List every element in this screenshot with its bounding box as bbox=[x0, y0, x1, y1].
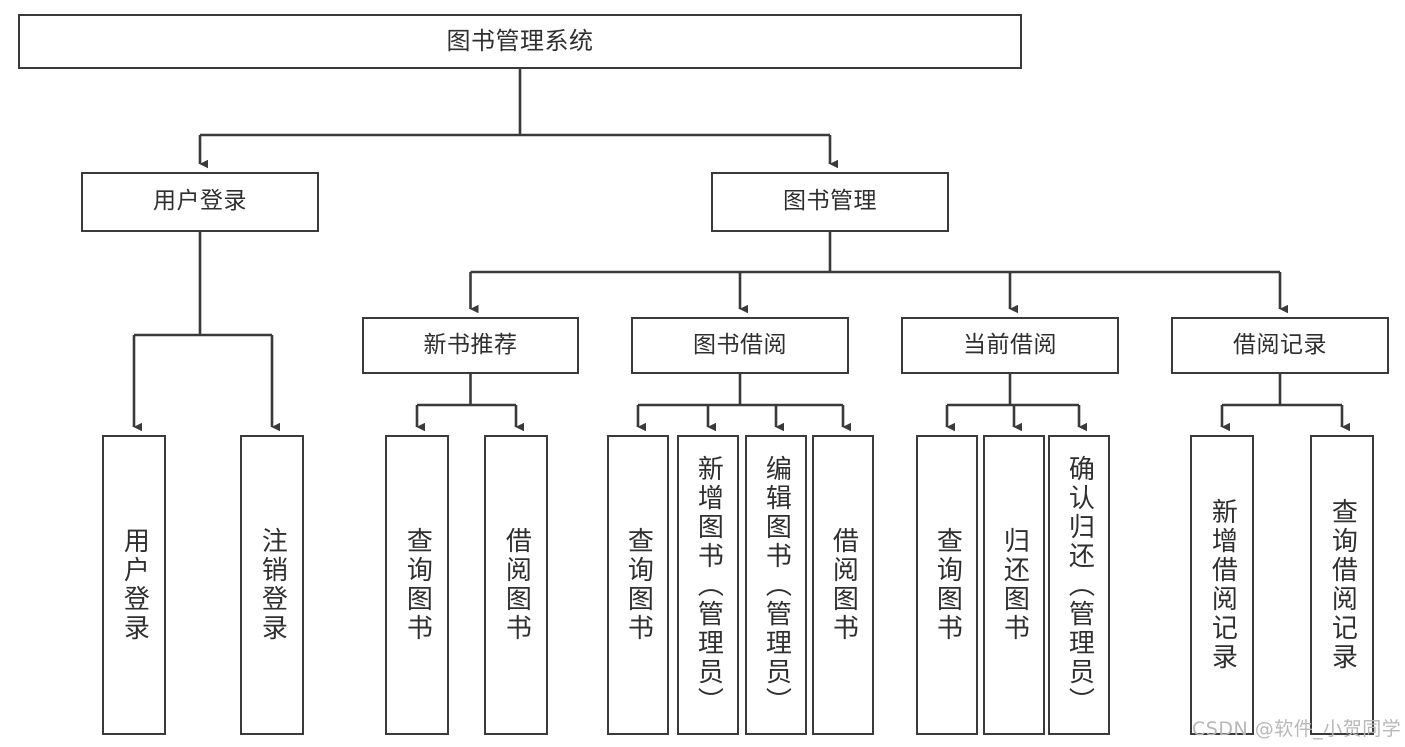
node-label: 新增借阅记录 bbox=[1207, 498, 1238, 672]
node-label: 借阅记录 bbox=[1233, 331, 1327, 358]
node-book-manage[interactable]: 图书管理 bbox=[711, 172, 949, 232]
node-leaf-query-book-2[interactable]: 查询图书 bbox=[607, 435, 669, 735]
node-label: 查询图书 bbox=[932, 527, 963, 643]
node-new-book-rec[interactable]: 新书推荐 bbox=[362, 317, 579, 374]
node-leaf-query-book-1[interactable]: 查询图书 bbox=[385, 435, 449, 735]
node-label: 新增图书（管理员） bbox=[693, 454, 724, 716]
node-label: 注销登录 bbox=[257, 527, 288, 643]
node-leaf-add-record[interactable]: 新增借阅记录 bbox=[1190, 435, 1254, 735]
node-leaf-logout[interactable]: 注销登录 bbox=[240, 435, 304, 735]
node-label: 借阅图书 bbox=[501, 527, 532, 643]
node-leaf-borrow-book-2[interactable]: 借阅图书 bbox=[812, 435, 874, 735]
node-leaf-query-record[interactable]: 查询借阅记录 bbox=[1310, 435, 1374, 735]
node-leaf-borrow-book-1[interactable]: 借阅图书 bbox=[484, 435, 548, 735]
node-label: 借阅图书 bbox=[828, 527, 859, 643]
node-label: 图书借阅 bbox=[693, 331, 787, 358]
node-label: 查询图书 bbox=[623, 527, 654, 643]
node-label: 用户登录 bbox=[119, 527, 150, 643]
node-label: 查询借阅记录 bbox=[1327, 498, 1358, 672]
node-label: 新书推荐 bbox=[423, 331, 518, 358]
node-leaf-add-book[interactable]: 新增图书（管理员） bbox=[677, 435, 739, 735]
node-leaf-confirm-return[interactable]: 确认归还（管理员） bbox=[1048, 435, 1110, 735]
node-leaf-query-book-3[interactable]: 查询图书 bbox=[916, 435, 978, 735]
node-borrow-record[interactable]: 借阅记录 bbox=[1171, 317, 1389, 374]
node-book-borrow[interactable]: 图书借阅 bbox=[631, 317, 849, 374]
node-label: 图书管理 bbox=[783, 188, 877, 215]
node-label: 图书管理系统 bbox=[446, 27, 594, 56]
node-current-borrow[interactable]: 当前借阅 bbox=[901, 317, 1119, 374]
node-label: 查询图书 bbox=[402, 527, 433, 643]
node-leaf-return-book[interactable]: 归还图书 bbox=[983, 435, 1045, 735]
node-user-login[interactable]: 用户登录 bbox=[81, 172, 319, 232]
node-root[interactable]: 图书管理系统 bbox=[18, 14, 1022, 69]
node-label: 当前借阅 bbox=[963, 331, 1057, 358]
node-label: 用户登录 bbox=[153, 188, 247, 215]
csdn-watermark: CSDN @软件_小贺同学 bbox=[1192, 718, 1402, 740]
node-label: 确认归还（管理员） bbox=[1064, 454, 1095, 716]
node-leaf-user-login[interactable]: 用户登录 bbox=[102, 435, 166, 735]
node-label: 编辑图书（管理员） bbox=[761, 454, 792, 716]
node-leaf-edit-book[interactable]: 编辑图书（管理员） bbox=[745, 435, 807, 735]
node-label: 归还图书 bbox=[999, 527, 1030, 643]
edge-group bbox=[132, 69, 1350, 432]
